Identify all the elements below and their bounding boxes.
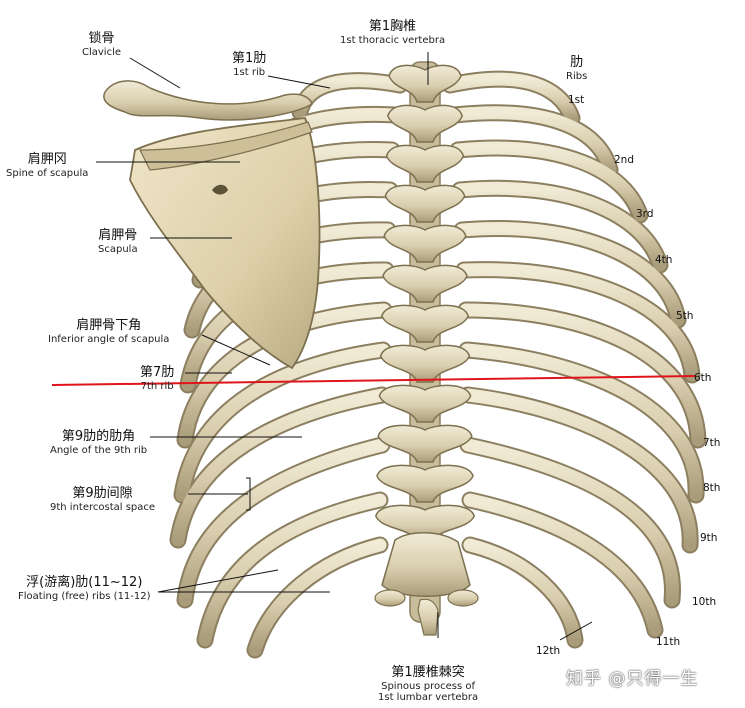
thoracic-vertebra — [379, 344, 471, 383]
rib-tag-6: 6th — [694, 372, 712, 384]
rib-tag-11: 11th — [656, 636, 681, 648]
rib-tag-8: 8th — [703, 482, 721, 494]
thoracic-vertebra — [378, 384, 472, 423]
thoracic-vertebra — [384, 184, 466, 223]
rib-tag-12: 12th — [536, 645, 561, 657]
clavicle-bone — [103, 80, 313, 121]
spine-of-scapula-ridge — [139, 121, 313, 171]
thoracic-vertebra — [382, 264, 468, 303]
thoracic-vertebra — [385, 144, 465, 183]
thoracic-vertebra — [376, 464, 474, 503]
rib-tag-9: 9th — [700, 532, 718, 544]
rib-tag-4: 4th — [655, 254, 673, 266]
watermark: 知乎 @只得一生 — [566, 669, 699, 689]
rib-tag-7: 7th — [703, 437, 721, 449]
rib-tag-10: 10th — [692, 596, 717, 608]
leader-lines — [96, 52, 593, 641]
vertebral-column — [374, 61, 479, 636]
thoracic-vertebra — [381, 304, 469, 343]
label-floating-ribs: 浮(游离)肋(11~12)Floating (free) ribs (11-12… — [18, 575, 151, 602]
thoracic-vertebra — [387, 104, 463, 143]
rib-tag-3: 3rd — [636, 208, 654, 220]
rib-tag-2: 2nd — [614, 154, 635, 166]
right-ribs — [441, 70, 707, 649]
scapula-bone — [129, 117, 321, 370]
rib-tag-1: 1st — [568, 94, 585, 106]
rib-tag-5: 5th — [676, 310, 694, 322]
thoracic-vertebra — [383, 224, 467, 263]
thoracic-vertebra — [388, 64, 462, 103]
thoracic-vertebra — [377, 424, 473, 463]
red-marker-line — [51, 375, 696, 386]
